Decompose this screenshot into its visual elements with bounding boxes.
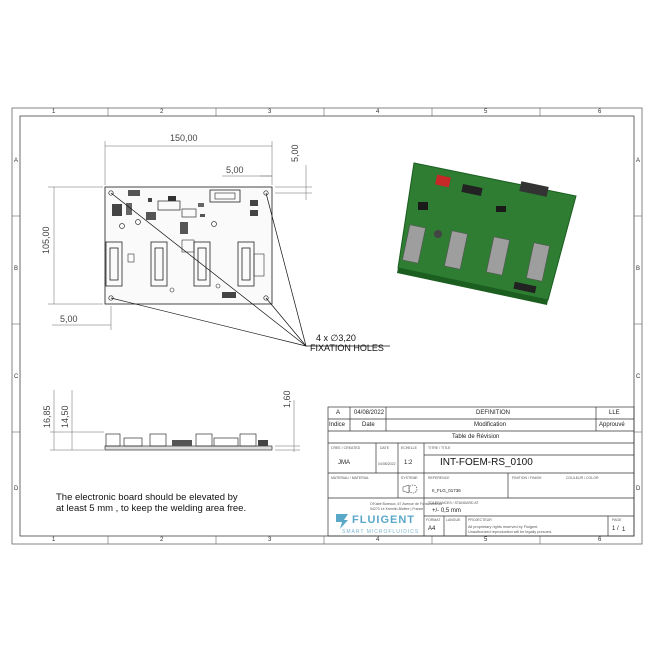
zone-label-right: C (636, 374, 641, 380)
label-projecteur: PROJECTEUR (468, 518, 492, 522)
callout-leaders (110, 192, 390, 347)
zone-label-bottom: 2 (160, 537, 164, 543)
label-page: PAGE (612, 518, 622, 522)
zone-label-right: B (636, 266, 641, 272)
zone-label-left: C (14, 374, 19, 380)
note-line-2: at least 5 mm , to keep the welding area… (56, 503, 247, 514)
created-by: JMA (338, 460, 350, 466)
fluigent-logo-icon (336, 514, 348, 529)
component (180, 222, 188, 234)
zone-label-top: 1 (52, 109, 56, 115)
tolerance-value: +/- 0,5 mm (432, 508, 461, 514)
dimension-lines (48, 141, 312, 330)
zone-label-bottom: 4 (376, 537, 380, 543)
dsub-connector (193, 241, 211, 287)
side-dimension-lines (50, 390, 300, 452)
zone-label-bottom: 1 (52, 537, 56, 543)
component (126, 203, 132, 215)
board-3d-view (397, 162, 577, 305)
note-line-1: The electronic board should be elevated … (56, 492, 238, 503)
dimension-hole-offset-y: 5,00 (290, 144, 300, 162)
zone-label-top: 5 (484, 109, 488, 115)
header-approuve: Approuvé (599, 422, 625, 428)
label-tolerances: TOLERANCES / STANDARD AT (428, 501, 479, 505)
drawing-title: INT-FOEM-RS_0100 (440, 457, 533, 468)
zone-label-top: 4 (376, 109, 380, 115)
label-echelle: ECHELLE (401, 446, 417, 450)
fixation-hole (263, 190, 269, 196)
label-format: FORMAT (426, 518, 441, 522)
zone-label-left: B (14, 266, 19, 272)
header (253, 253, 265, 277)
label-cree: CREE / CREATED (331, 446, 361, 450)
logo-tagline: SMART MICROFLUIDICS (342, 529, 420, 535)
revision-table-title: Table de Révision (452, 434, 500, 440)
zone-label-top: 2 (160, 109, 164, 115)
zone-label-right: A (636, 158, 641, 164)
revision-letter: A (336, 410, 341, 416)
zone-ticks (12, 108, 642, 544)
address-line-1: O'Kabé Bureaux, 67 Avenue de Fontaineble… (370, 502, 443, 506)
callout-holes-count: 4 x ∅3,20 (316, 333, 356, 343)
dsub-connector (150, 241, 168, 287)
dimension-hole-offset-x: 5,00 (226, 165, 244, 175)
board-top-view (104, 186, 273, 305)
board-outline (104, 186, 273, 305)
label-reference: REFERENCE (428, 476, 450, 480)
board-side-view (104, 433, 273, 451)
title-block-grid (327, 406, 635, 537)
zone-label-left: A (14, 158, 19, 164)
outer-frame (11, 107, 643, 545)
zone-label-bottom: 3 (268, 537, 272, 543)
zone-label-bottom: 6 (598, 537, 602, 543)
dimension-height-total: 16,85 (42, 405, 52, 428)
dsub-connector (105, 241, 123, 287)
zone-label-bottom: 5 (484, 537, 488, 543)
revision-date: 04/08/2022 (354, 410, 385, 416)
address-line-2: 94270 Le Kremlin-Bicêtre | France (370, 507, 424, 511)
fixation-hole (108, 190, 114, 196)
rights-line-1: All proprietary rights reserved by Fluig… (468, 525, 539, 529)
top-connector (209, 189, 241, 203)
component (112, 204, 122, 216)
revision-description: DEFINITION (476, 410, 510, 416)
page-number: 1 (612, 526, 616, 532)
label-date: DATE (380, 446, 390, 450)
label-titre: TITRE / TITLE (428, 446, 451, 450)
dimension-height: 105,00 (41, 226, 51, 254)
fixation-hole (263, 295, 269, 301)
label-systeme: SYSTEME (401, 476, 418, 480)
header-indice: Indice (329, 422, 346, 428)
created-date: 04/08/2022 (378, 462, 396, 466)
label-materiau: MATERIAU / MATERIAL (331, 476, 369, 480)
logo-name: FLUIGENT (352, 514, 415, 526)
dimension-width: 150,00 (170, 133, 198, 143)
label-couleur: COULEUR / COLOR (566, 476, 599, 480)
projection-symbol-icon (402, 484, 418, 494)
zone-label-right: D (636, 486, 641, 492)
component (128, 190, 140, 196)
scale: 1:2 (404, 460, 413, 466)
dimension-height-board: 14,50 (60, 405, 70, 428)
revision-author: LLE (609, 410, 620, 416)
header-date: Date (362, 422, 375, 428)
zone-label-top: 3 (268, 109, 272, 115)
dimension-thickness: 1,60 (282, 390, 292, 408)
callout-fixation-holes: FIXATION HOLES (310, 343, 384, 353)
reference-number: II_FLG_01736 (432, 488, 461, 493)
inner-frame (19, 115, 635, 537)
page-total: 1 (622, 527, 626, 533)
rights-line-2: Unauthorized reproduction will be legall… (468, 530, 553, 534)
label-finition: FINITION / FINISH (512, 476, 542, 480)
zone-label-top: 6 (598, 109, 602, 115)
zone-label-left: D (14, 486, 19, 492)
dimension-hole-offset-bottom: 5,00 (60, 314, 78, 324)
format-value: A4 (428, 526, 436, 532)
component (222, 292, 236, 298)
header-modification: Modification (474, 422, 507, 428)
label-langue: LANGUE (446, 518, 461, 522)
fixation-hole (108, 295, 114, 301)
